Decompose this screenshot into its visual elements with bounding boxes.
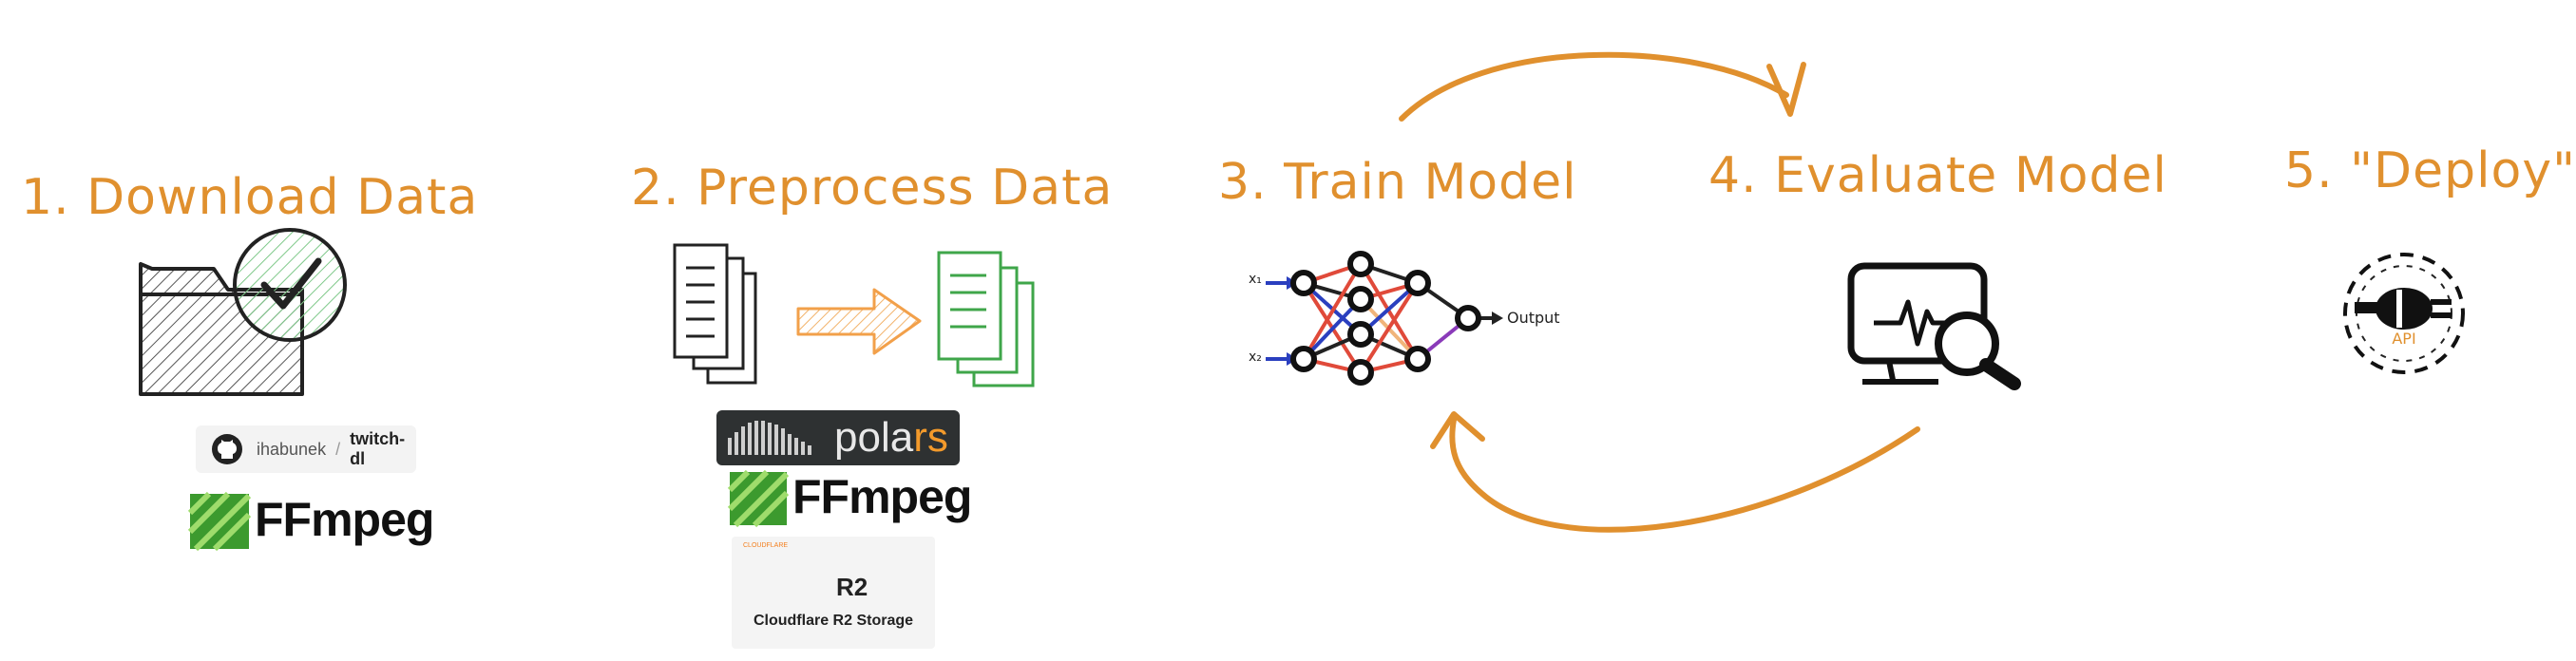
arrow-right-icon bbox=[796, 288, 922, 355]
github-repo: twitch-dl bbox=[350, 429, 406, 468]
ffmpeg-icon-preprocess bbox=[727, 469, 790, 528]
folder-check-icon bbox=[139, 228, 347, 396]
github-icon bbox=[212, 434, 242, 464]
stage-title-preprocess: 2. Preprocess Data bbox=[631, 160, 1114, 217]
r2-caption: Cloudflare R2 Storage bbox=[753, 613, 914, 629]
stage-title-train: 3. Train Model bbox=[1218, 154, 1577, 211]
github-owner: ihabunek bbox=[257, 439, 327, 459]
ffmpeg-icon bbox=[187, 491, 252, 552]
cycle-arrow-bottom bbox=[1430, 411, 1920, 533]
output-label: Output bbox=[1507, 309, 1560, 327]
cloudflare-r2-badge: CLOUDFLARE R2 Cloudflare R2 Storage bbox=[732, 537, 935, 649]
gear-plug-icon: API bbox=[2343, 253, 2465, 374]
documents-icon bbox=[673, 243, 757, 385]
cycle-arrow-top bbox=[1399, 51, 1806, 122]
ffmpeg-logo-download: FFmpeg bbox=[255, 493, 434, 546]
ffmpeg-logo-preprocess: FFmpeg bbox=[792, 470, 972, 523]
stage-title-evaluate: 4. Evaluate Model bbox=[1708, 147, 2167, 204]
polars-logo: polars bbox=[716, 410, 960, 465]
input-x1-label: x₁ bbox=[1249, 272, 1262, 287]
monitor-magnifier-icon bbox=[1847, 262, 2021, 390]
r2-title: R2 bbox=[836, 573, 868, 601]
api-label: API bbox=[2392, 330, 2415, 348]
input-x2-label: x₂ bbox=[1249, 349, 1262, 365]
stage-title-deploy: 5. "Deploy" bbox=[2284, 142, 2576, 199]
polars-icon bbox=[728, 421, 811, 455]
cloudflare-small-label: CLOUDFLARE bbox=[743, 542, 789, 549]
neural-network-icon: x₁ x₂ Output bbox=[1249, 251, 1560, 386]
stage-title-download: 1. Download Data bbox=[21, 169, 479, 226]
polars-text: pola bbox=[834, 414, 914, 461]
documents-green-icon bbox=[937, 251, 1035, 387]
github-repo-badge[interactable]: ihabunek / twitch-dl bbox=[196, 425, 416, 473]
polars-rs-text: rs bbox=[913, 414, 948, 461]
github-separator: / bbox=[335, 439, 341, 459]
